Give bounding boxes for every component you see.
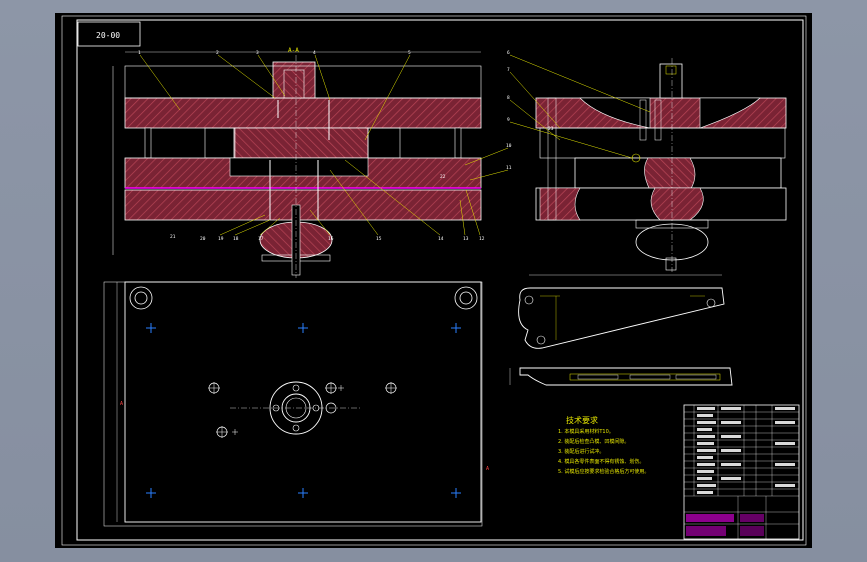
title-block[interactable] — [683, 404, 800, 540]
part-side-profile — [519, 367, 733, 386]
punch-holder — [233, 127, 369, 159]
notes-title: 技术要求 — [566, 415, 598, 425]
svg-text:18: 18 — [233, 236, 239, 242]
section-marker: A-A — [288, 47, 299, 54]
part-detail-view[interactable] — [509, 274, 733, 386]
upper-die-plate — [124, 97, 482, 129]
svg-text:17: 17 — [258, 236, 264, 242]
note-line-2: 2. 装配后检查凸模、凹模间隙。 — [558, 438, 629, 445]
svg-text:7: 7 — [507, 67, 510, 73]
svg-text:6: 6 — [507, 50, 510, 56]
drawing-sheet — [55, 13, 812, 548]
svg-text:A: A — [120, 401, 123, 407]
svg-text:19: 19 — [218, 236, 224, 242]
corner-label: 20-00 — [96, 31, 120, 40]
svg-text:1: 1 — [138, 50, 141, 56]
note-line-5: 5. 试模后应按要求检验合格后方可使用。 — [558, 468, 649, 475]
svg-text:23: 23 — [548, 126, 554, 132]
outer-frame — [61, 15, 807, 546]
blank-part-outline — [518, 287, 725, 349]
technical-notes: 技术要求 1. 本模具采用材料T10。 2. 装配后检查凸模、凹模间隙。 3. … — [558, 415, 649, 475]
svg-text:2: 2 — [216, 50, 219, 56]
svg-text:5: 5 — [408, 50, 411, 56]
drawing-frame — [76, 19, 804, 541]
side-section-view[interactable] — [509, 54, 787, 272]
part-number-labels: 1 2 3 4 5 6 7 8 9 10 11 12 13 14 15 16 1… — [138, 50, 554, 242]
svg-text:12: 12 — [479, 236, 485, 242]
pin-marks — [146, 323, 461, 498]
svg-text:11: 11 — [506, 165, 512, 171]
svg-text:20: 20 — [200, 236, 206, 242]
side-shank — [659, 63, 683, 99]
svg-text:13: 13 — [463, 236, 469, 242]
svg-text:14: 14 — [438, 236, 444, 242]
svg-text:3: 3 — [256, 50, 259, 56]
corner-label-box — [77, 21, 141, 47]
svg-text:8: 8 — [507, 95, 510, 101]
svg-text:10: 10 — [506, 143, 512, 149]
plan-view[interactable]: A A — [103, 281, 489, 527]
note-line-4: 4. 模具各零件表面不得有锈蚀、划伤。 — [558, 458, 644, 465]
front-section-view[interactable]: A-A — [112, 47, 509, 278]
svg-text:9: 9 — [507, 117, 510, 123]
svg-text:22: 22 — [440, 174, 446, 180]
svg-text:A: A — [486, 466, 489, 472]
note-line-1: 1. 本模具采用材料T10。 — [558, 428, 614, 435]
svg-text:21: 21 — [170, 234, 176, 240]
note-line-3: 3. 装配后进行试冲。 — [558, 448, 604, 455]
svg-text:15: 15 — [376, 236, 382, 242]
lower-die-plate — [124, 189, 482, 221]
svg-text:4: 4 — [313, 50, 316, 56]
svg-text:16: 16 — [328, 236, 334, 242]
